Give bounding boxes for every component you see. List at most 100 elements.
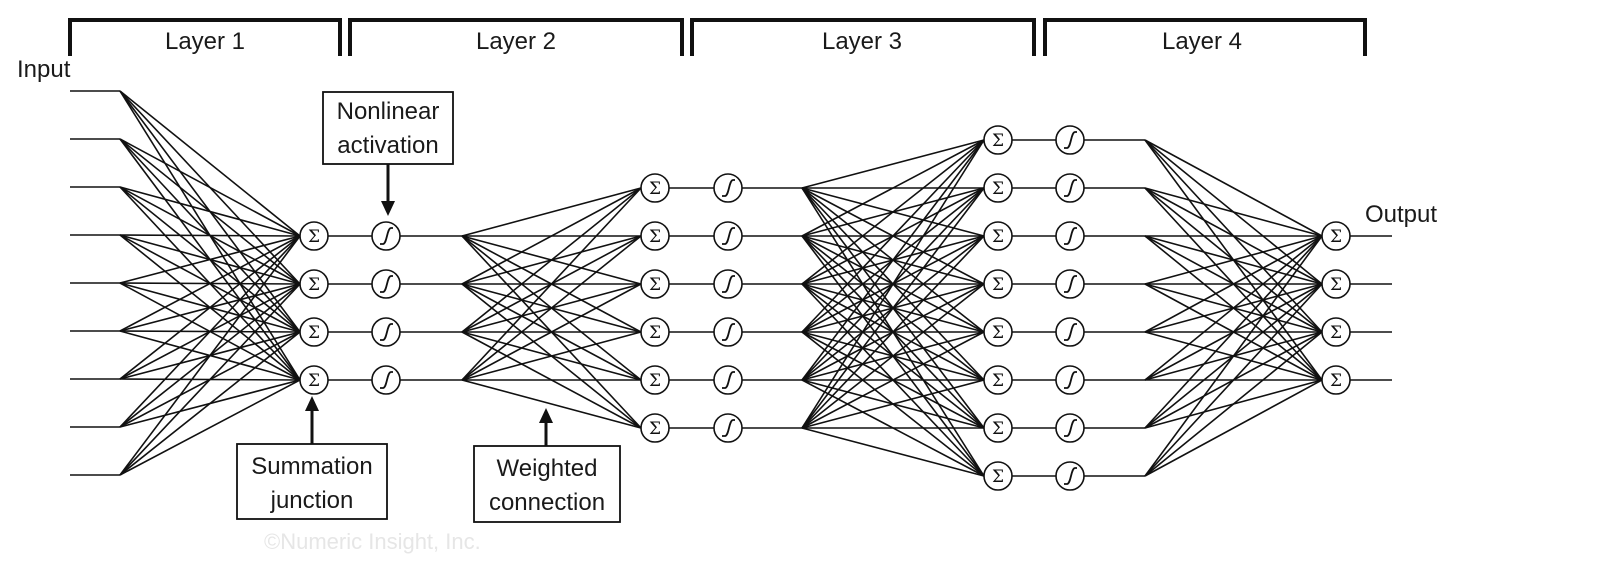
weighted-callout-line1: Weighted: [497, 455, 598, 482]
sigmoid-activation-icon: [713, 317, 743, 347]
summation-junction-icon: Σ: [299, 317, 329, 347]
weighted-connection: [461, 187, 642, 285]
nonlinear-callout-line2: activation: [337, 132, 438, 159]
summation-junction-icon: Σ: [983, 221, 1013, 251]
summation-junction-icon: Σ: [983, 413, 1013, 443]
copyright-watermark: ©Numeric Insight, Inc.: [264, 529, 481, 554]
weighted-connection: [801, 139, 985, 429]
weighted-connection: [801, 427, 985, 477]
svg-text:Σ: Σ: [1330, 371, 1342, 391]
layer-1-bracket: [68, 18, 342, 56]
weighted-connection: [801, 139, 985, 237]
weighted-connection: [801, 139, 985, 189]
weighted-connection: [119, 235, 301, 332]
weighted-connection: [1144, 235, 1323, 429]
summation-junction-icon: Σ: [299, 221, 329, 251]
svg-text:Σ: Σ: [649, 179, 661, 199]
summation-junction-icon: Σ: [299, 269, 329, 299]
weighted-arrow-head: [539, 408, 553, 423]
sigmoid-activation-icon: [1055, 365, 1085, 395]
sigmoid-activation-icon: [1055, 461, 1085, 491]
weighted-connection: [461, 235, 642, 381]
summation-junction-icon: Σ: [1321, 317, 1351, 347]
summation-junction-icon: Σ: [1321, 221, 1351, 251]
weighted-connection: [119, 234, 301, 237]
weighted-connection: [801, 187, 985, 429]
sigmoid-activation-icon: [713, 221, 743, 251]
summation-callout-line2: junction: [270, 487, 354, 514]
svg-text:Σ: Σ: [992, 179, 1004, 199]
sigmoid-activation-icon: [1055, 221, 1085, 251]
weighted-connection: [1144, 331, 1323, 477]
svg-text:Σ: Σ: [308, 323, 320, 343]
summation-junction-icon: Σ: [1321, 365, 1351, 395]
svg-text:Σ: Σ: [992, 275, 1004, 295]
weighted-connection: [801, 235, 985, 429]
layer-brackets: [68, 18, 1367, 56]
summation-junction-icon: Σ: [640, 317, 670, 347]
svg-text:Σ: Σ: [308, 227, 320, 247]
weighted-connection: [461, 187, 642, 381]
sigmoid-activation-icon: [1055, 125, 1085, 155]
svg-text:Σ: Σ: [649, 275, 661, 295]
summation-junction-icon: Σ: [640, 413, 670, 443]
summation-junction-icon: Σ: [983, 365, 1013, 395]
weighted-connection: [1144, 187, 1323, 237]
svg-text:Σ: Σ: [1330, 227, 1342, 247]
weighted-connection: [1144, 235, 1323, 333]
summation-junction-icon: Σ: [640, 221, 670, 251]
summation-callout-line1: Summation: [251, 453, 372, 480]
sigmoid-activation-icon: [371, 269, 401, 299]
summation-junction-icon: Σ: [983, 317, 1013, 347]
layer-3-bracket: [690, 18, 1036, 56]
weighted-connection: [1144, 235, 1323, 285]
summation-junction-icon: Σ: [640, 365, 670, 395]
weighted-connection: [801, 139, 985, 285]
svg-text:Σ: Σ: [649, 419, 661, 439]
weighted-connection: [119, 90, 301, 237]
sigmoid-activation-icon: [371, 221, 401, 251]
svg-text:Σ: Σ: [992, 227, 1004, 247]
layer-4-label: Layer 4: [1162, 28, 1242, 55]
summation-junction-icon: Σ: [983, 461, 1013, 491]
weighted-connection: [119, 235, 301, 428]
summation-junction-icon: Σ: [299, 365, 329, 395]
layer-3-label: Layer 3: [822, 28, 902, 55]
weighted-connection: [119, 235, 301, 284]
summation-junction-icon: Σ: [983, 125, 1013, 155]
weighted-connection: [1144, 235, 1323, 381]
sigmoid-activation-icon: [713, 413, 743, 443]
summation-junction-icon: Σ: [983, 173, 1013, 203]
sigmoid-activation-icon: [371, 317, 401, 347]
sigmoid-activation-icon: [1055, 317, 1085, 347]
summation-junction-icon: Σ: [1321, 269, 1351, 299]
nonlinear-arrow-head: [381, 201, 395, 216]
weighted-connection: [801, 139, 985, 381]
layer-1-label: Layer 1: [165, 28, 245, 55]
svg-text:Σ: Σ: [992, 467, 1004, 487]
weighted-connection: [1144, 235, 1323, 477]
svg-text:Σ: Σ: [649, 227, 661, 247]
svg-text:Σ: Σ: [308, 371, 320, 391]
weighted-callout-box: [473, 445, 621, 523]
weighted-connection: [1144, 139, 1323, 237]
callouts: [236, 91, 621, 523]
sigmoid-activation-icon: [1055, 413, 1085, 443]
svg-text:Σ: Σ: [308, 275, 320, 295]
sigmoid-activation-icon: [713, 269, 743, 299]
weighted-connection: [1144, 283, 1323, 477]
svg-text:Σ: Σ: [992, 323, 1004, 343]
weighted-connection: [801, 283, 985, 429]
weighted-connection: [119, 331, 301, 476]
svg-text:Σ: Σ: [649, 371, 661, 391]
weighted-connection: [119, 235, 301, 476]
output-label: Output: [1365, 201, 1437, 228]
weighted-connection: [119, 379, 301, 476]
layer-2-label: Layer 2: [476, 28, 556, 55]
nonlinear-callout-line1: Nonlinear: [337, 98, 440, 125]
sigmoid-activation-icon: [1055, 173, 1085, 203]
weighted-connection: [801, 379, 985, 429]
summation-junction-icon: Σ: [640, 269, 670, 299]
